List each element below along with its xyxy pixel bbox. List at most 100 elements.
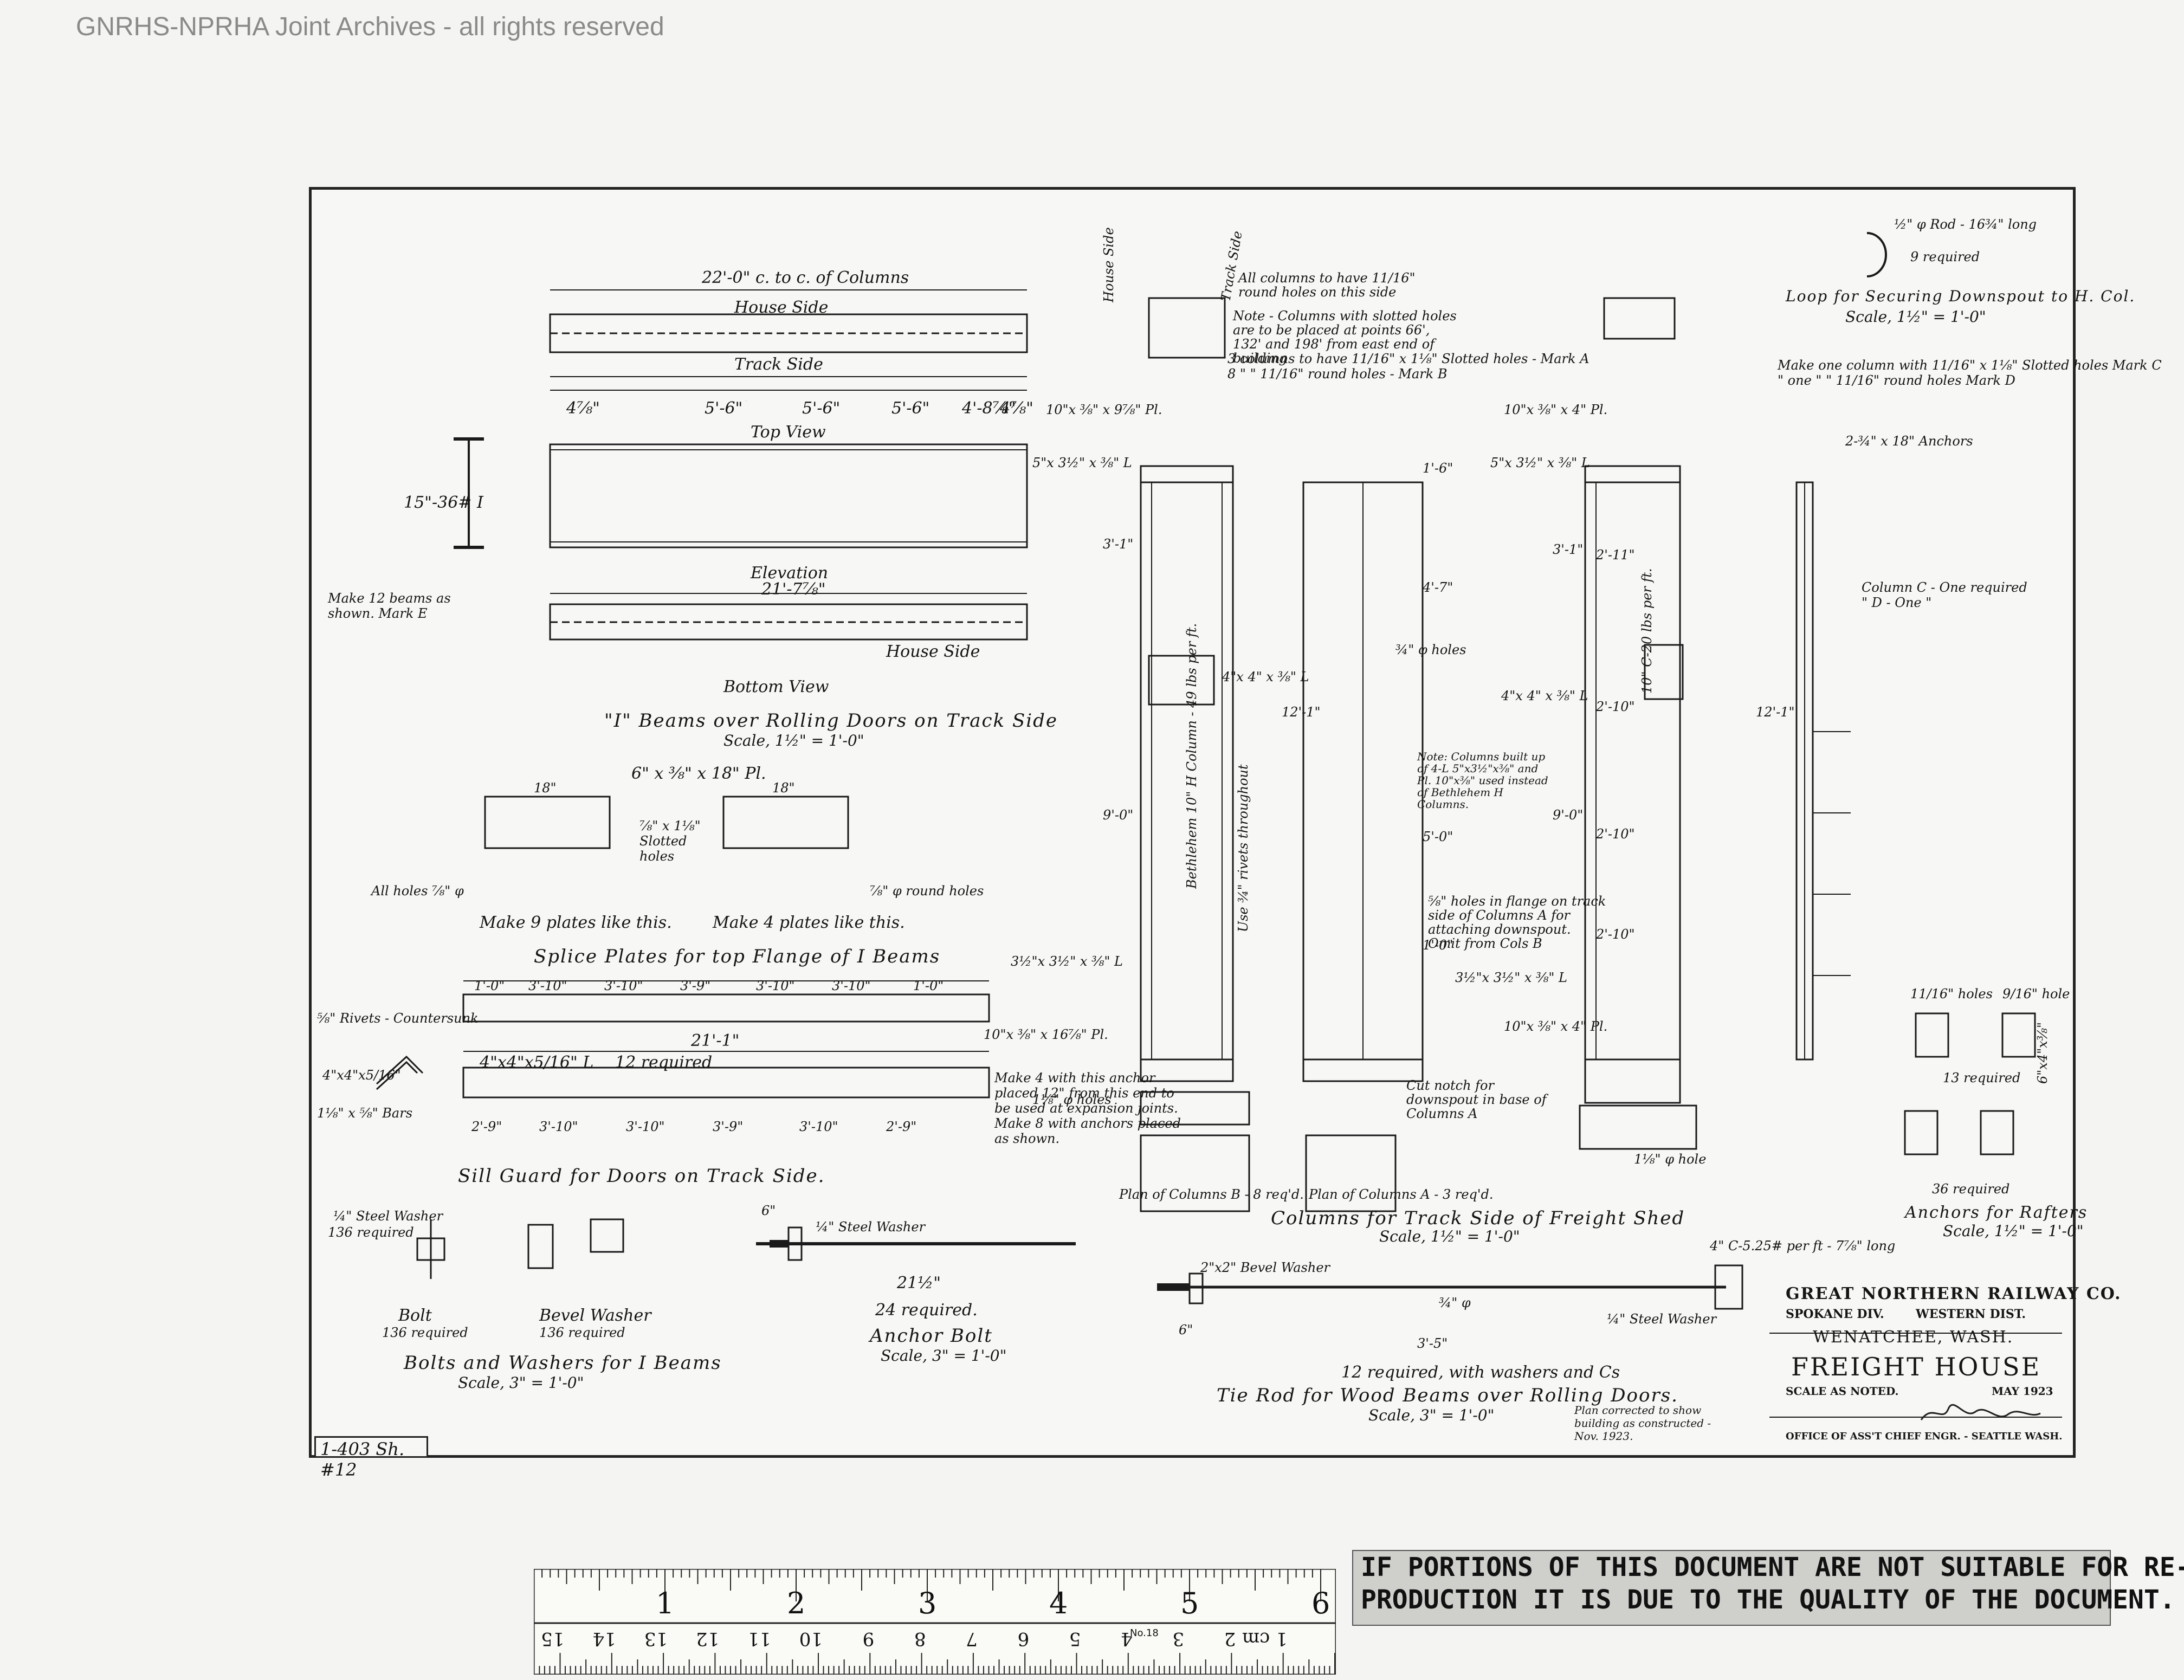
ruler-cm-label: 7 — [966, 1628, 978, 1650]
ruler-cm-label: 15 — [541, 1628, 564, 1650]
beam-elevation-label: Elevation — [751, 564, 829, 583]
col-cap-plate: 10"x ⅜" x 9⅞" Pl. — [1046, 402, 1162, 417]
ruler-inch-5: 5 — [1180, 1586, 1199, 1620]
col-house-side: House Side — [1101, 227, 1116, 302]
hcol-section: 10" C-20 lbs per ft. — [1639, 568, 1655, 694]
col-angle-bot: 3½"x 3½" x ⅜" L — [1011, 954, 1123, 969]
ruler-model: No.18 — [1130, 1627, 1159, 1639]
beam-spacing-1: 5'-6" — [705, 399, 743, 418]
sill-top-dim-1: 3'-10" — [528, 978, 567, 993]
sill-rivets: ⅝" Rivets - Countersunk — [317, 1011, 479, 1026]
ruler-inch-2: 2 — [787, 1586, 805, 1620]
hcol-dim-5: 12'-1" — [1756, 705, 1795, 720]
tierod-bevel: 2"x2" Bevel Washer — [1200, 1260, 1330, 1275]
rafter-hole: 9/16" hole — [2002, 986, 2070, 1001]
ruler-cm-label: 13 — [644, 1628, 668, 1650]
bevel-washer-label: Bevel Washer — [539, 1306, 651, 1325]
col-dim-0: 1'-6" — [1423, 461, 1453, 476]
notice-line-2: PRODUCTION IT IS DUE TO THE QUALITY OF T… — [1361, 1585, 2175, 1615]
sill-bottom-dim-4: 3'-10" — [799, 1119, 838, 1134]
ruler-inch-4: 4 — [1049, 1586, 1068, 1620]
col-dim-4: 1'-0" — [1423, 938, 1453, 953]
col-flange-note: ⅝" holes in flange on track side of Colu… — [1428, 894, 1606, 951]
col-mark-b: 8 " " 11/16" round holes - Mark B — [1227, 366, 1448, 382]
hcol-anchors: 2-¾" x 18" Anchors — [1845, 434, 1973, 449]
col-caption: Columns for Track Side of Freight Shed — [1271, 1207, 1685, 1229]
ruler-cm-label: 2 — [1224, 1628, 1236, 1650]
sill-bars: 1⅛" x ⅝" Bars — [317, 1106, 413, 1121]
loop-rod: ½" φ Rod - 16¾" long — [1894, 217, 2037, 232]
bolts-scale: Scale, 3" = 1'-0" — [458, 1374, 584, 1392]
splice-slotted-label: ⅞" x 1⅛" Slotted holes — [639, 818, 701, 864]
hcol-hole-18: 1⅛" φ hole — [1634, 1152, 1707, 1167]
beam-spacing-4: 4'-8⅞" — [962, 399, 1016, 418]
beam-overall-dim: 21'-11⅞" — [745, 401, 748, 402]
drawing-linework — [376, 232, 2062, 1418]
ruler-cm-label: 12 — [696, 1628, 719, 1650]
hcol-dim-2: 2'-10" — [1596, 699, 1635, 714]
sill-bottom-dim-5: 2'-9" — [886, 1119, 917, 1134]
ruler-cm-label: 14 — [593, 1628, 616, 1650]
col-hole-note: All columns to have 11/16" round holes o… — [1238, 270, 1416, 300]
col-section-label: Bethlehem 10" H Column - 49 lbs per ft. — [1184, 623, 1199, 889]
beam-caption: "I" Beams over Rolling Doors on Track Si… — [604, 710, 1058, 732]
beam-bottom-house-side: House Side — [886, 642, 980, 661]
hcol-col-d: " D - One " — [1862, 595, 1932, 610]
beam-bottom-dim: 21'-7⅞" — [761, 580, 826, 599]
hcol-dim-4: 2'-10" — [1596, 927, 1635, 942]
col-cut-note: Cut notch for downspout in base of Colum… — [1406, 1078, 1547, 1121]
anchor-bolt-caption: Anchor Bolt — [870, 1325, 993, 1347]
tierod-scale: Scale, 3" = 1'-0" — [1368, 1406, 1495, 1424]
sill-section-angle: 4"x4"x5/16" — [322, 1068, 401, 1083]
ruler-cm-label: 5 — [1069, 1628, 1081, 1650]
ruler-cm-label: 4 — [1121, 1628, 1133, 1650]
col-dim-3: 5'-0" — [1423, 829, 1453, 844]
beam-scale: Scale, 1½" = 1'-0" — [723, 732, 864, 749]
title-district: WESTERN DIST. — [1916, 1307, 2026, 1321]
col-mark-a: 3 columns to have 11/16" x 1⅛" Slotted h… — [1227, 351, 1589, 366]
splice-all-holes: All holes ⅞" φ — [371, 883, 464, 899]
splice-plate-label: 6" x ⅜" x 18" Pl. — [631, 764, 766, 783]
beam-center-dim: 22'-0" c. to c. of Columns — [702, 268, 909, 287]
ruler-cm-label: 6 — [1018, 1628, 1030, 1650]
ruler-cm-label: 1 cm — [1242, 1628, 1288, 1650]
title-scale: SCALE AS NOTED. — [1786, 1385, 1899, 1398]
hcol-angle-bot: 3½"x 3½" x ⅜" L — [1455, 970, 1567, 985]
scale-ruler: 1 2 3 4 5 6 No.18 1 cm234567891011121314… — [534, 1569, 1336, 1675]
beam-spacing-2: 5'-6" — [802, 399, 841, 418]
rafter-required-13: 13 required — [1943, 1070, 2021, 1085]
splice-make9: Make 9 plates like this. — [480, 913, 672, 932]
quality-notice: IF PORTIONS OF THIS DOCUMENT ARE NOT SUI… — [1352, 1550, 2184, 1626]
loop-required: 9 required — [1910, 249, 1980, 264]
rafter-angle: 6"x4"x⅜" — [2035, 1022, 2050, 1084]
bolt-washer-label: ¼" Steel Washer — [333, 1209, 443, 1224]
title-company: GREAT NORTHERN RAILWAY CO. — [1786, 1284, 2122, 1303]
hcol-cap-plate: 10"x ⅜" x 4" Pl. — [1504, 402, 1608, 417]
loop-scale: Scale, 1½" = 1'-0" — [1845, 308, 1986, 326]
col-dim-5: 3'-1" — [1103, 537, 1134, 552]
col-base-plate: 10"x ⅜" x 16⅞" Pl. — [984, 1027, 1108, 1042]
sill-bottom-dim-3: 3'-9" — [713, 1119, 744, 1134]
hcol-dim-1: 2'-11" — [1596, 547, 1635, 563]
col-plan-b: Plan of Columns B - 8 req'd. — [1119, 1187, 1304, 1202]
splice-dim-left: 18" — [534, 780, 557, 796]
col-angle-mid: 4"x 4" x ⅜" L — [1222, 669, 1309, 684]
sill-top-dim-4: 3'-10" — [756, 978, 795, 993]
tierod-channel: 4" C-5.25# per ft - 7⅞" long — [1710, 1238, 1896, 1253]
col-dim-2: 12'-1" — [1282, 705, 1321, 720]
sill-overall-dim: 21'-1" — [691, 1031, 740, 1050]
hcol-mark-c: Make one column with 11/16" x 1⅛" Slotte… — [1778, 358, 2162, 373]
anchor-bolt-dim6: 6" — [761, 1203, 776, 1218]
drawing-sheet: 22'-0" c. to c. of Columns House Side Tr… — [309, 187, 2162, 1458]
ruler-cm-label: 11 — [747, 1628, 771, 1650]
sill-anchor-note: Make 4 with this anchor placed 12" from … — [994, 1070, 1181, 1146]
loop-caption: Loop for Securing Downspout to H. Col. — [1786, 287, 2136, 305]
tierod-required: 12 required, with washers and Cs — [1341, 1363, 1620, 1382]
hcol-base-plate: 10"x ⅜" x 4" Pl. — [1504, 1019, 1608, 1034]
sill-top-dim-0: 1'-0" — [474, 978, 505, 993]
anchor-bolt-washer: ¼" Steel Washer — [816, 1219, 926, 1235]
col-dim-1: 4'-7" — [1423, 580, 1453, 595]
tierod-washer: ¼" Steel Washer — [1607, 1311, 1717, 1327]
col-note: Note: Columns built up of 4-L 5"x3½"x⅜" … — [1417, 750, 1548, 811]
bolt-washer-required: 136 required — [328, 1225, 414, 1240]
